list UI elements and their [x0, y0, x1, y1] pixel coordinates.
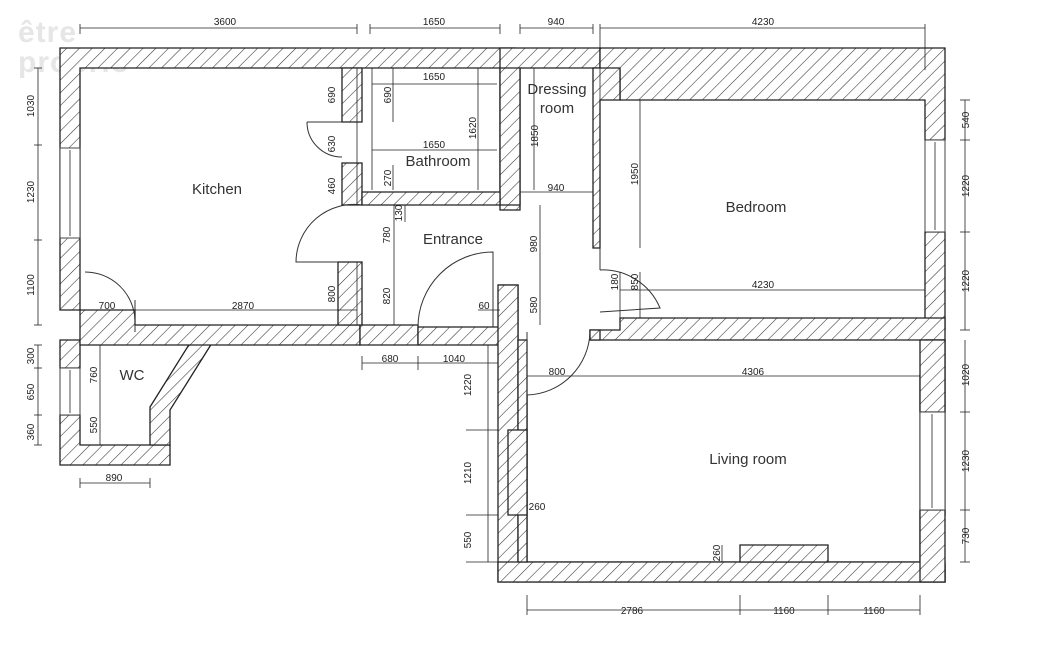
dim-bath-690: 690	[383, 86, 394, 103]
room-label-wc: WC	[120, 367, 145, 384]
dim-kit-2870: 2870	[232, 301, 255, 312]
door-bedroom	[599, 248, 661, 313]
room-label-kitchen: Kitchen	[192, 181, 242, 198]
dim-ent-680: 680	[382, 354, 399, 365]
door-wc	[84, 271, 136, 332]
dim-left-650: 650	[26, 383, 37, 400]
doors	[84, 121, 661, 396]
dim-wc-550: 550	[89, 416, 100, 433]
dim-kit-690: 690	[327, 86, 338, 103]
dim-lr-260-bottom: 260	[712, 544, 723, 561]
window-living	[919, 411, 946, 511]
dim-ent-780: 780	[382, 226, 393, 243]
dim-lr-800: 800	[549, 367, 566, 378]
dim-right-1220-a: 1220	[961, 174, 972, 197]
dim-ent-60: 60	[478, 301, 490, 312]
wall-right-bedroom	[924, 231, 946, 331]
wall-kitchen-bottom	[79, 309, 361, 346]
dim-dress-940: 940	[548, 183, 565, 194]
dim-top-3600: 3600	[214, 17, 237, 28]
dim-lr-550: 550	[463, 531, 474, 548]
dim-right-1220-b: 1220	[961, 269, 972, 292]
room-label-bedroom: Bedroom	[726, 199, 787, 216]
dim-lr-260-left: 260	[529, 502, 546, 513]
dim-bed-180: 180	[610, 273, 621, 290]
door-living	[526, 331, 591, 396]
dim-left-360: 360	[26, 423, 37, 440]
dim-right-540: 540	[961, 111, 972, 128]
dim-left-300: 300	[26, 347, 37, 364]
dim-left-1030: 1030	[26, 94, 37, 117]
wall-left-middle	[59, 339, 81, 369]
dim-kit-800: 800	[327, 285, 338, 302]
dim-bot-1160-b: 1160	[863, 606, 885, 617]
dim-lr-1220: 1220	[463, 373, 474, 396]
dim-bot-2786: 2786	[621, 606, 644, 617]
dim-bath-1650-mid: 1650	[423, 140, 446, 151]
dim-lr-4306: 4306	[742, 367, 765, 378]
watermark-line1: être	[18, 16, 77, 49]
wall-living-top	[589, 329, 601, 341]
room-label-dressing-2: room	[540, 100, 574, 117]
dim-bot-1160-a: 1160	[773, 606, 795, 617]
walls	[59, 47, 946, 583]
room-label-entrance: Entrance	[423, 231, 483, 248]
dim-bed-4230: 4230	[752, 280, 775, 291]
wall-dressing-bedroom	[592, 67, 621, 249]
dim-bed-1950: 1950	[630, 162, 641, 185]
dim-kit-460: 460	[327, 177, 338, 194]
dim-bath-1650-top: 1650	[423, 72, 446, 83]
wall-living-pillar	[739, 544, 829, 563]
dim-top-4230: 4230	[752, 17, 775, 28]
wall-kitchen-bath-2	[341, 162, 363, 206]
room-label-dressing-1: Dressing	[527, 81, 586, 98]
windows	[59, 139, 946, 511]
dim-kit-700: 700	[99, 301, 116, 312]
wall-kitchen-entrance	[337, 261, 363, 326]
wall-top-right	[599, 47, 946, 141]
wall-top-left	[59, 47, 516, 311]
dimension-labels: 3600 1650 940 4230 1650 1650 1620 690 27…	[26, 17, 972, 617]
dim-bed-850: 850	[630, 273, 641, 290]
dim-right-1020: 1020	[961, 363, 972, 386]
dim-ent-130: 130	[394, 204, 405, 221]
dim-wc-760: 760	[89, 366, 100, 383]
wall-bath-right	[499, 67, 521, 206]
wall-bedroom-bottom	[589, 317, 946, 341]
wall-living-niche	[507, 429, 528, 516]
dim-left-1100: 1100	[26, 274, 37, 296]
dim-bath-270: 270	[383, 169, 394, 186]
wall-kitchen-bath	[341, 67, 363, 123]
wall-living-bottom-bar	[497, 561, 946, 583]
dim-wc-890: 890	[106, 473, 123, 484]
dim-ent-820: 820	[382, 287, 393, 304]
wall-entrance-bottom	[359, 324, 419, 346]
dim-left-1230: 1230	[26, 180, 37, 203]
dim-ent-1040: 1040	[443, 354, 466, 365]
dim-top-940: 940	[548, 17, 565, 28]
dim-ent-980: 980	[529, 235, 540, 252]
wall-living-right-low	[919, 509, 946, 583]
wall-bath-bottom	[361, 191, 501, 206]
dim-kit-630: 630	[327, 135, 338, 152]
dim-dress-1850: 1850	[530, 124, 541, 147]
wall-wc-diagonal	[149, 342, 214, 446]
room-label-living: Living room	[709, 451, 787, 468]
dim-right-1230: 1230	[961, 449, 972, 472]
dim-ent-580: 580	[529, 296, 540, 313]
wall-living-right	[919, 339, 946, 413]
dim-top-1650: 1650	[423, 17, 446, 28]
dim-lr-1210: 1210	[463, 461, 474, 484]
door-kitchen-entrance	[295, 203, 363, 263]
door-kitchen-top	[306, 121, 343, 158]
door-entrance	[417, 251, 494, 328]
dimension-lines	[34, 24, 970, 615]
wall-entrance-bottom-right	[417, 326, 501, 346]
dim-bath-1620: 1620	[468, 116, 479, 139]
room-label-bathroom: Bathroom	[405, 153, 470, 170]
dim-right-730: 730	[961, 527, 972, 544]
room-labels: Kitchen Bathroom Dressing room Entrance …	[120, 81, 787, 468]
